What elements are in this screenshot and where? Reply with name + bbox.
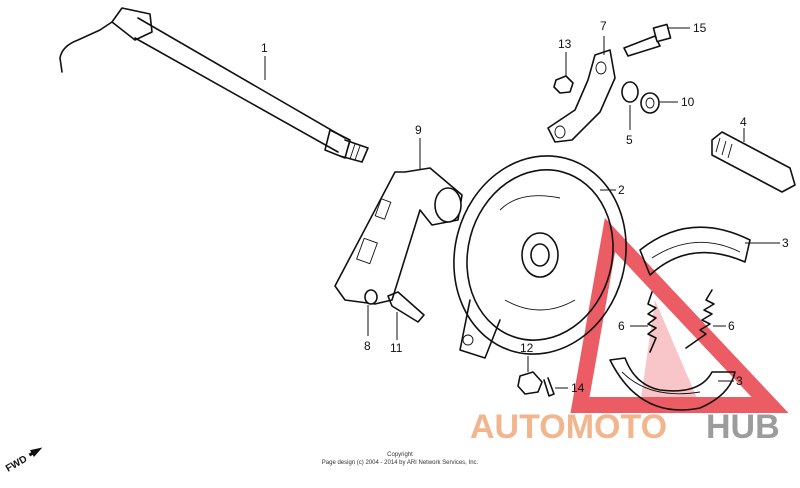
part-springs xyxy=(647,289,715,353)
fwd-label: FWD xyxy=(4,454,29,475)
callout-6-right: 6 xyxy=(728,319,735,333)
watermark-logo xyxy=(570,217,789,413)
part-stopper-arm xyxy=(547,49,616,143)
callout-14: 14 xyxy=(571,381,585,395)
part-washer-5 xyxy=(621,81,639,103)
part-washer-10 xyxy=(640,92,660,114)
callout-11: 11 xyxy=(390,341,403,355)
callout-3-upper: 3 xyxy=(782,236,789,250)
part-axle xyxy=(59,7,369,163)
part-brake-panel xyxy=(453,155,627,359)
callout-1: 1 xyxy=(261,41,268,55)
watermark-text: AUTOMOTO HUB xyxy=(470,408,780,446)
callout-7: 7 xyxy=(600,19,607,33)
callout-3-lower: 3 xyxy=(736,374,743,388)
watermark-auto: AUTOMOTO xyxy=(470,408,667,446)
part-brake-cam xyxy=(711,131,796,193)
watermark-hub: HUB xyxy=(706,408,780,446)
callout-9: 9 xyxy=(415,123,422,137)
part-bolt-15 xyxy=(623,23,672,57)
callout-12: 12 xyxy=(520,341,534,355)
callout-13: 13 xyxy=(558,37,572,51)
part-brake-shoe-upper xyxy=(639,226,751,276)
leader-lines xyxy=(264,27,780,389)
footer-generated: Page design (c) 2004 - 2014 by ARI Netwo… xyxy=(322,460,479,466)
part-brake-arm xyxy=(334,167,463,305)
callout-15: 15 xyxy=(693,21,707,35)
callout-6-left: 6 xyxy=(618,319,625,333)
part-nut-12 xyxy=(517,371,543,395)
callouts: 1 2 3 3 4 5 6 6 7 8 9 10 11 12 13 14 15 xyxy=(261,19,789,395)
part-nut-13 xyxy=(553,75,574,94)
footer: Copyright Page design (c) 2004 - 2014 by… xyxy=(322,452,479,466)
part-brake-shoe-lower xyxy=(609,357,736,411)
callout-2: 2 xyxy=(618,183,625,197)
part-washer-bolt xyxy=(364,289,425,323)
callout-4: 4 xyxy=(740,115,747,129)
callout-8: 8 xyxy=(364,339,371,353)
forward-direction-indicator: FWD xyxy=(4,447,43,475)
part-pin-14 xyxy=(543,377,555,397)
footer-copyright: Copyright xyxy=(387,452,413,458)
callout-5: 5 xyxy=(626,133,633,147)
callout-10: 10 xyxy=(681,95,695,109)
